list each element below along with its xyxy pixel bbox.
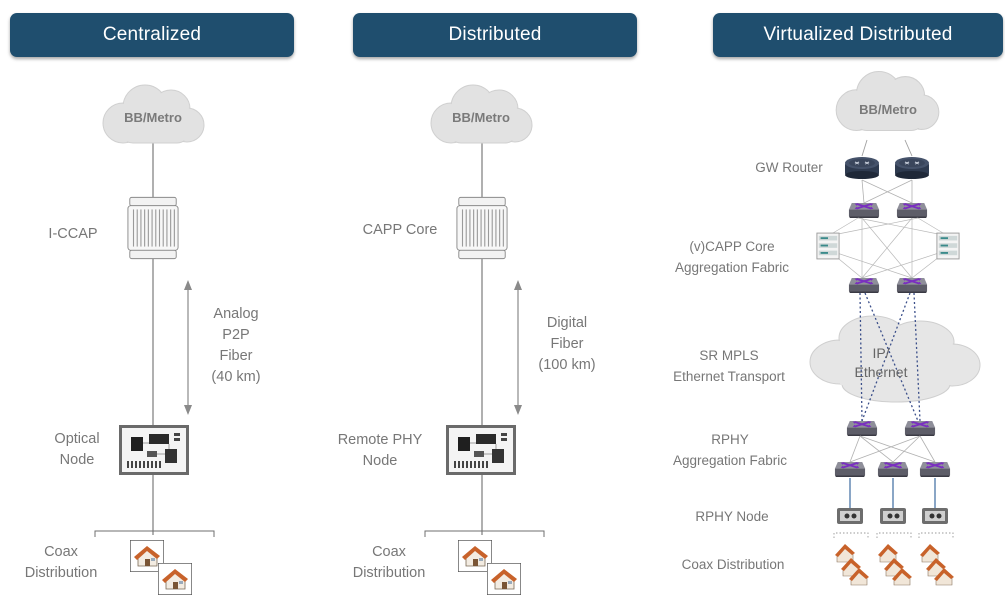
coax-distribution-label: Coax Distribution <box>681 557 785 572</box>
transport-label: SR MPLS Ethernet Transport <box>654 345 804 387</box>
optical-node-label: Optical Node <box>42 429 112 471</box>
switch-icon <box>896 277 928 294</box>
link-label-line: Digital <box>546 315 588 331</box>
double-arrow-icon <box>514 280 522 415</box>
coax-distribution-label: Coax Distribution <box>15 542 107 584</box>
node-label-line: Remote PHY <box>337 432 423 448</box>
server-icon <box>816 232 840 260</box>
link-label-line: P2P <box>222 327 250 343</box>
core-label-line: Aggregation Fabric <box>674 260 790 275</box>
rphy-node-icon <box>837 508 863 524</box>
switch-icon <box>904 420 936 437</box>
transport-cloud-line: IP/ <box>872 345 890 361</box>
transport-cloud-label: IP/ Ethernet <box>846 344 916 382</box>
capp-core-label: CAPP Core <box>362 222 438 238</box>
transport-cloud-line: Ethernet <box>854 364 908 380</box>
ccap-chassis-icon <box>127 196 179 260</box>
link-label-line: Analog <box>213 306 259 322</box>
switch-icon <box>834 461 866 478</box>
core-label-line: (v)CAPP Core <box>689 239 775 254</box>
column-distributed <box>424 84 545 595</box>
link-label-line: Fiber <box>219 348 253 364</box>
double-arrow-icon <box>184 280 192 415</box>
house-icon <box>919 543 954 586</box>
switch-icon <box>848 277 880 294</box>
house-icon <box>834 543 869 586</box>
cloud-label: BB/Metro <box>452 110 510 125</box>
coax-label-line: Distribution <box>24 565 98 581</box>
transport-label-line: Ethernet Transport <box>673 369 785 384</box>
link-label: Analog P2P Fiber (40 km) <box>196 304 276 388</box>
link-label-line: (40 km) <box>211 369 261 385</box>
coax-label-line: Coax <box>44 544 78 560</box>
switch-icon <box>877 461 909 478</box>
cloud-icon <box>835 70 940 131</box>
transport-label-line: SR MPLS <box>699 348 759 363</box>
node-label-line: Node <box>59 452 95 468</box>
link-label-line: (100 km) <box>538 357 596 373</box>
switch-icon <box>848 202 880 219</box>
rphy-fabric-label-line: Aggregation Fabric <box>672 453 788 468</box>
cloud-label: BB/Metro <box>859 102 917 117</box>
i-ccap-label: I-CCAP <box>48 226 98 242</box>
header-virtualized-distributed: Virtualized Distributed <box>713 13 1003 57</box>
house-icon <box>877 543 912 586</box>
ccap-chassis-icon <box>456 196 508 260</box>
node-label-line: Node <box>362 453 398 469</box>
coax-label-line: Coax <box>372 544 406 560</box>
router-icon <box>894 156 930 180</box>
rphy-fabric-label: RPHY Aggregation Fabric <box>654 429 806 471</box>
house-icon <box>158 563 192 595</box>
rphy-node-icon <box>922 508 948 524</box>
gw-router-label: GW Router <box>755 160 823 175</box>
node-board-icon <box>446 425 516 475</box>
switch-icon <box>896 202 928 219</box>
rphy-fabric-label-line: RPHY <box>711 432 749 447</box>
router-icon <box>844 156 880 180</box>
header-centralized: Centralized <box>10 13 294 57</box>
switch-icon <box>919 461 951 478</box>
column-virtualized <box>809 70 981 586</box>
coax-distribution-label: Coax Distribution <box>343 542 435 584</box>
house-icon <box>458 540 492 572</box>
rphy-node-icon <box>880 508 906 524</box>
house-icon <box>487 563 521 595</box>
cloud-label: BB/Metro <box>124 110 182 125</box>
column-centralized <box>94 84 215 595</box>
server-icon <box>936 232 960 260</box>
coax-label-line: Distribution <box>352 565 426 581</box>
switch-icon <box>846 420 878 437</box>
rphy-node-label: RPHY Node <box>695 509 769 524</box>
node-board-icon <box>119 425 189 475</box>
capp-core-fabric-label: (v)CAPP Core Aggregation Fabric <box>656 236 808 278</box>
link-label-line: Fiber <box>550 336 584 352</box>
header-distributed: Distributed <box>353 13 637 57</box>
link-label: Digital Fiber (100 km) <box>527 313 607 376</box>
node-label-line: Optical <box>54 431 100 447</box>
remote-phy-node-label: Remote PHY Node <box>328 430 432 472</box>
